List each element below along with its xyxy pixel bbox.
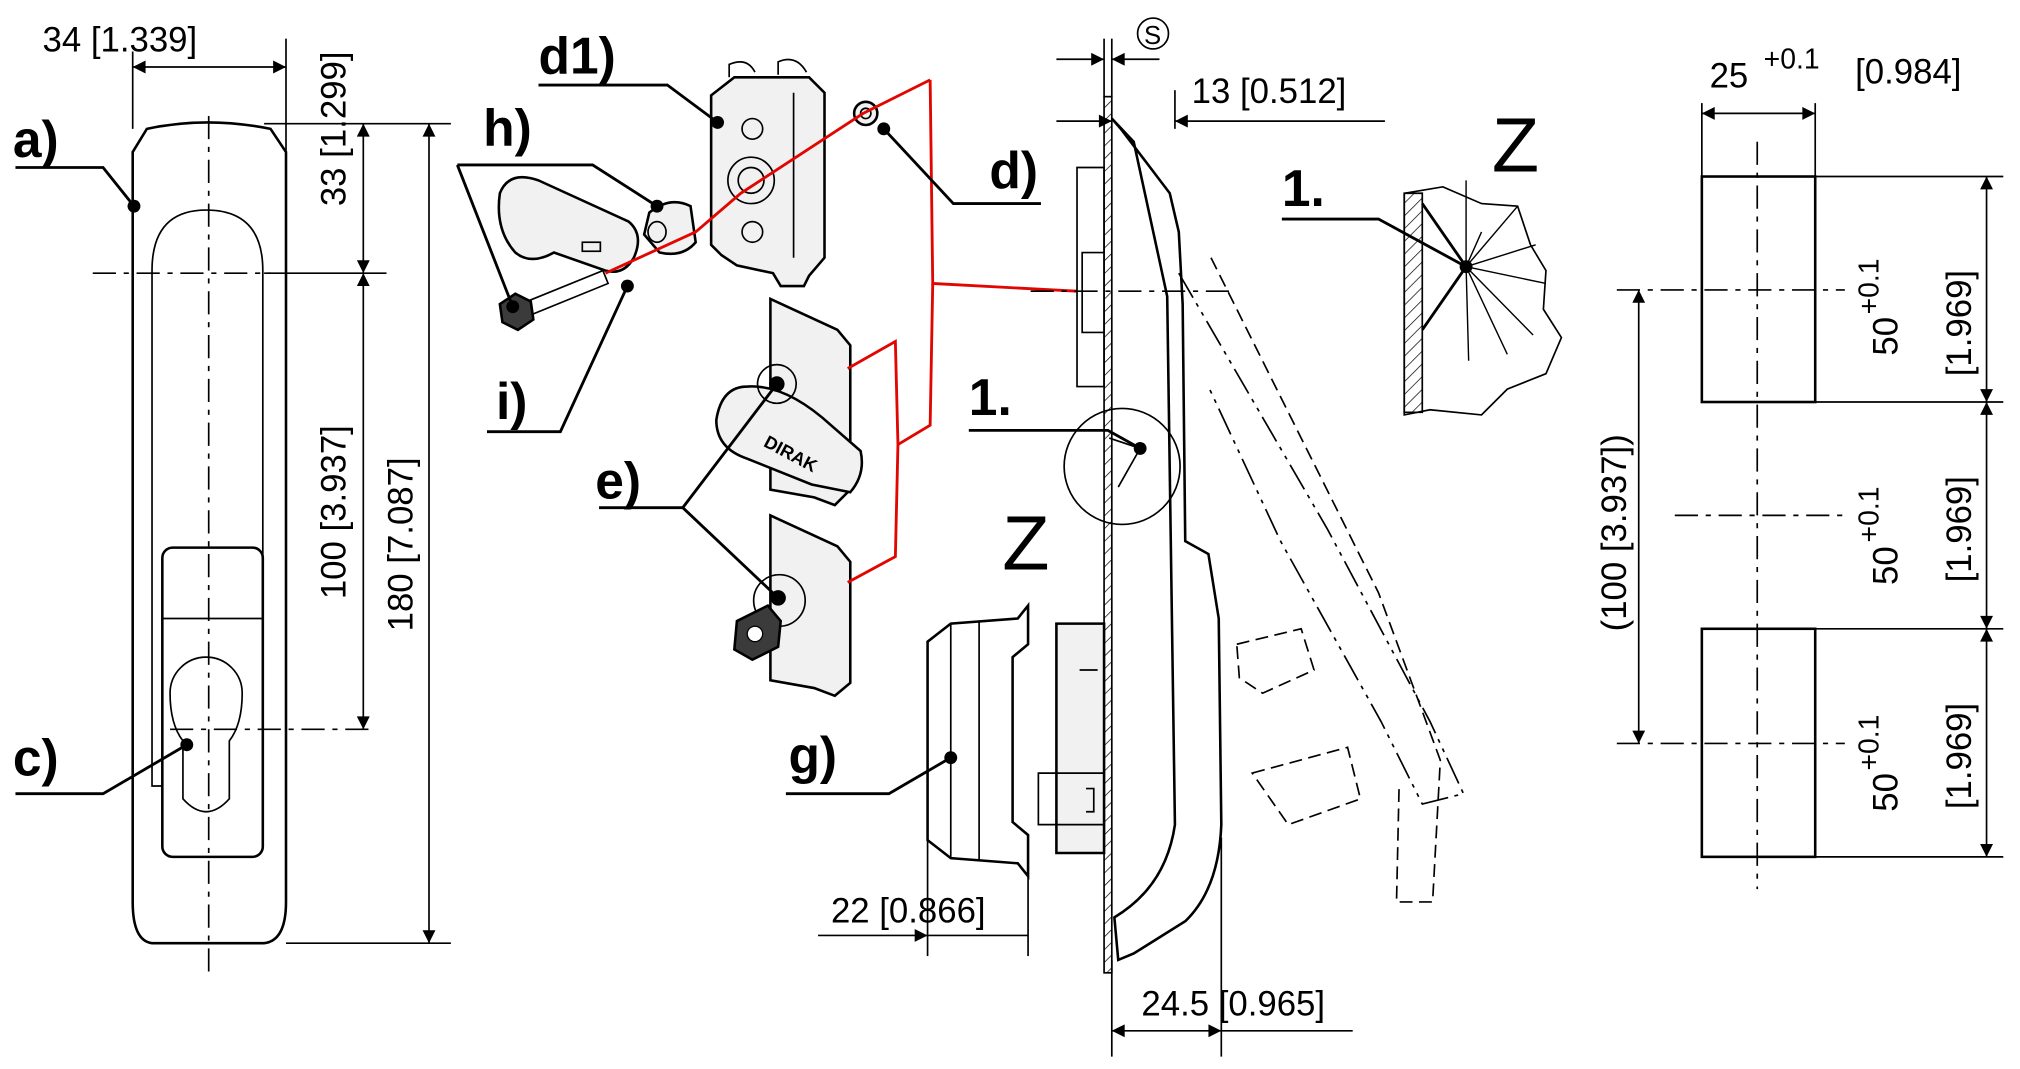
leader-g bbox=[785, 756, 952, 796]
dim-cutout-50-c-in: [1.969] bbox=[1941, 703, 1979, 809]
label-i: i) bbox=[496, 372, 527, 430]
nut-hole bbox=[647, 220, 667, 244]
leader-dot bbox=[620, 279, 634, 293]
surface-symbol bbox=[1136, 17, 1170, 50]
detail-z-circle bbox=[1063, 407, 1181, 526]
dim-top-33: 33 [1.299] bbox=[315, 51, 353, 206]
leader-d1 bbox=[538, 83, 719, 124]
label-g: g) bbox=[788, 726, 837, 784]
dim-cutout-25: 25 bbox=[1710, 58, 1749, 96]
rear-housing-detail bbox=[1037, 166, 1105, 826]
label-d1: d1) bbox=[539, 26, 616, 84]
leader-d bbox=[882, 127, 1041, 206]
dim-cutout-pitch: (100 [3.937]) bbox=[1596, 434, 1634, 631]
leader-h bbox=[457, 163, 658, 208]
cylinder-key bbox=[746, 625, 764, 643]
cylinder-cover bbox=[161, 546, 265, 859]
leader-dot bbox=[877, 122, 891, 136]
rear-housing-side bbox=[1055, 622, 1106, 855]
dim-cutout-50-a: 50 bbox=[1868, 317, 1906, 356]
leader-i bbox=[486, 285, 629, 434]
panel-wall-section bbox=[1103, 95, 1113, 974]
exploded-parts: DIRAK d1) h) i) e) d) g) bbox=[456, 26, 1078, 957]
dim-cutout-25-in: [0.984] bbox=[1855, 54, 1961, 92]
insert-handle-grip bbox=[715, 385, 864, 494]
insert-bore bbox=[756, 363, 798, 405]
dim-pitch-100: 100 [3.937] bbox=[315, 425, 353, 599]
housing-hole bbox=[741, 117, 764, 140]
label-detail-z-1: 1. bbox=[1282, 159, 1325, 217]
seal-gasket-part bbox=[926, 601, 1030, 880]
dim-depth-22: 22 [0.866] bbox=[831, 893, 986, 931]
detail-z-wall-section bbox=[1403, 192, 1424, 414]
panel-cutout-view: 25 +0.1 [0.984] 50 +0.1 [1.969] 50 +0.1 … bbox=[1596, 43, 2004, 890]
housing-bore bbox=[727, 156, 776, 205]
leader-dot bbox=[650, 199, 664, 213]
leader-e-bottom bbox=[681, 506, 780, 599]
dim-cutout-50-a-in: [1.969] bbox=[1941, 270, 1979, 376]
leader-dot bbox=[180, 738, 194, 752]
leader-dot bbox=[127, 199, 141, 213]
handle-slot bbox=[151, 209, 264, 787]
leader-c bbox=[15, 743, 188, 796]
dim-depth-13: 13 [0.512] bbox=[1192, 73, 1347, 111]
leader-detail-z-1 bbox=[1281, 217, 1467, 268]
detail-z-rays bbox=[1465, 180, 1547, 361]
dim-length-180: 180 [7.087] bbox=[382, 457, 420, 631]
rear-clip-lines bbox=[1079, 669, 1098, 813]
label-e: e) bbox=[595, 452, 641, 510]
label-c: c) bbox=[13, 729, 59, 787]
leader-dot bbox=[506, 300, 520, 314]
dim-cutout-50-b-in: [1.969] bbox=[1941, 476, 1979, 582]
lever-part bbox=[497, 176, 640, 273]
dim-cutout-25-tol: +0.1 bbox=[1764, 43, 1820, 75]
label-d: d) bbox=[989, 141, 1038, 199]
housing-bore-inner bbox=[737, 166, 765, 195]
gasket-lines bbox=[949, 621, 980, 861]
leader-dot bbox=[711, 115, 725, 129]
opened-handle-phantom bbox=[1178, 272, 1465, 805]
housing-hole bbox=[741, 220, 764, 244]
label-detail-1: 1. bbox=[969, 368, 1012, 426]
front-view: 34 [1.339] 33 [1.299] 100 [3.937] 180 [7… bbox=[13, 22, 451, 980]
detail-z-view: 1. Z bbox=[1281, 102, 1563, 416]
dim-cutout-50-c-tol: +0.1 bbox=[1853, 715, 1885, 771]
dim-cutout-50-b: 50 bbox=[1868, 546, 1906, 585]
assembly-line bbox=[604, 78, 931, 275]
dim-cutout-50-c: 50 bbox=[1868, 773, 1906, 812]
assembly-line bbox=[847, 283, 935, 447]
label-detail-z: Z bbox=[1002, 501, 1049, 587]
opened-handle-hidden bbox=[1210, 257, 1442, 903]
dim-width-34: 34 [1.339] bbox=[43, 22, 198, 60]
screw-shank bbox=[519, 269, 610, 319]
leader-a bbox=[15, 166, 136, 208]
leader-dot bbox=[944, 751, 958, 765]
dim-cutout-50-b-tol: +0.1 bbox=[1853, 487, 1885, 543]
housing-top-tabs bbox=[728, 58, 808, 78]
leader-detail-1 bbox=[968, 428, 1141, 450]
nut-part bbox=[642, 200, 698, 256]
leader-h-screw bbox=[456, 164, 515, 308]
surface-symbol-letter: S bbox=[1144, 22, 1161, 50]
handle-side-profile bbox=[1110, 117, 1223, 962]
dim-depth-245: 24.5 [0.965] bbox=[1141, 985, 1325, 1023]
label-detail-z-title: Z bbox=[1492, 102, 1539, 188]
lever-slot bbox=[581, 241, 602, 253]
label-h: h) bbox=[483, 99, 532, 157]
side-view: 1. Z S 13 [0.512] 24.5 [0.965] bbox=[968, 17, 1465, 1057]
dim-cutout-50-a-tol: +0.1 bbox=[1853, 258, 1885, 314]
assembly-line bbox=[847, 444, 900, 584]
insert-bottom-part bbox=[769, 513, 852, 698]
housing-part bbox=[709, 76, 826, 288]
label-a: a) bbox=[13, 110, 59, 168]
